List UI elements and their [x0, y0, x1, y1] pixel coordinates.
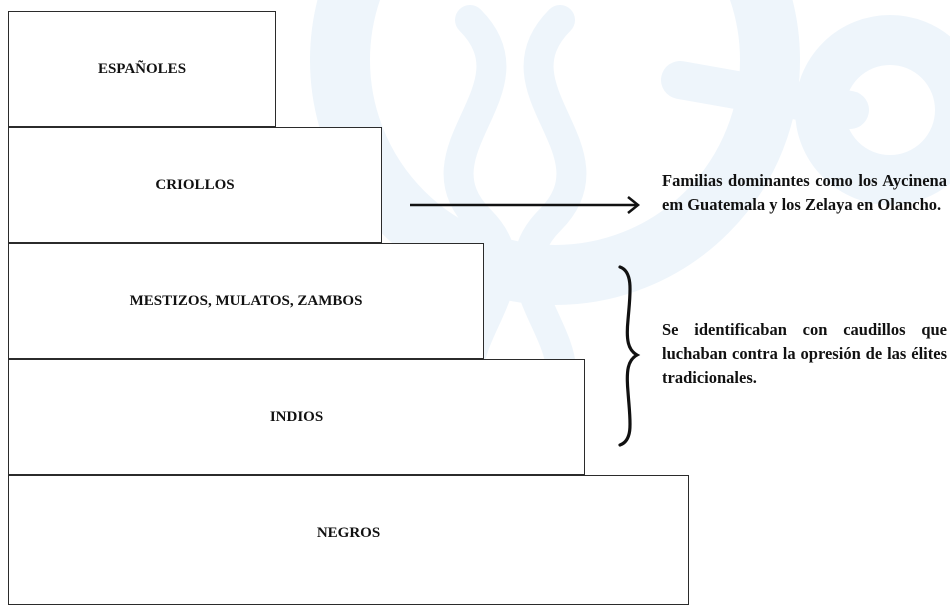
tier-negros: NEGROS	[8, 475, 689, 605]
tier-label-mestizos: MESTIZOS, MULATOS, ZAMBOS	[129, 292, 363, 309]
watermark-node-icon	[795, 15, 950, 205]
mestizos-indios-note: Se identificaban con caudillos que lucha…	[662, 320, 947, 387]
criollos-note: Familias dominantes como los Aycinena em…	[662, 171, 947, 214]
tier-label-espanoles: ESPAÑOLES	[97, 60, 187, 77]
tier-label-criollos: CRIOLLOS	[155, 176, 235, 193]
tier-indios: INDIOS	[8, 359, 585, 475]
tier-mestizos: MESTIZOS, MULATOS, ZAMBOS	[8, 243, 484, 359]
tier-espanoles: ESPAÑOLES	[8, 11, 276, 127]
background-watermark	[310, 0, 950, 435]
tier-label-indios: INDIOS	[269, 408, 324, 425]
tier-criollos: CRIOLLOS	[8, 127, 382, 243]
tier-label-negros: NEGROS	[316, 524, 381, 541]
watermark-ring-icon	[310, 0, 800, 305]
